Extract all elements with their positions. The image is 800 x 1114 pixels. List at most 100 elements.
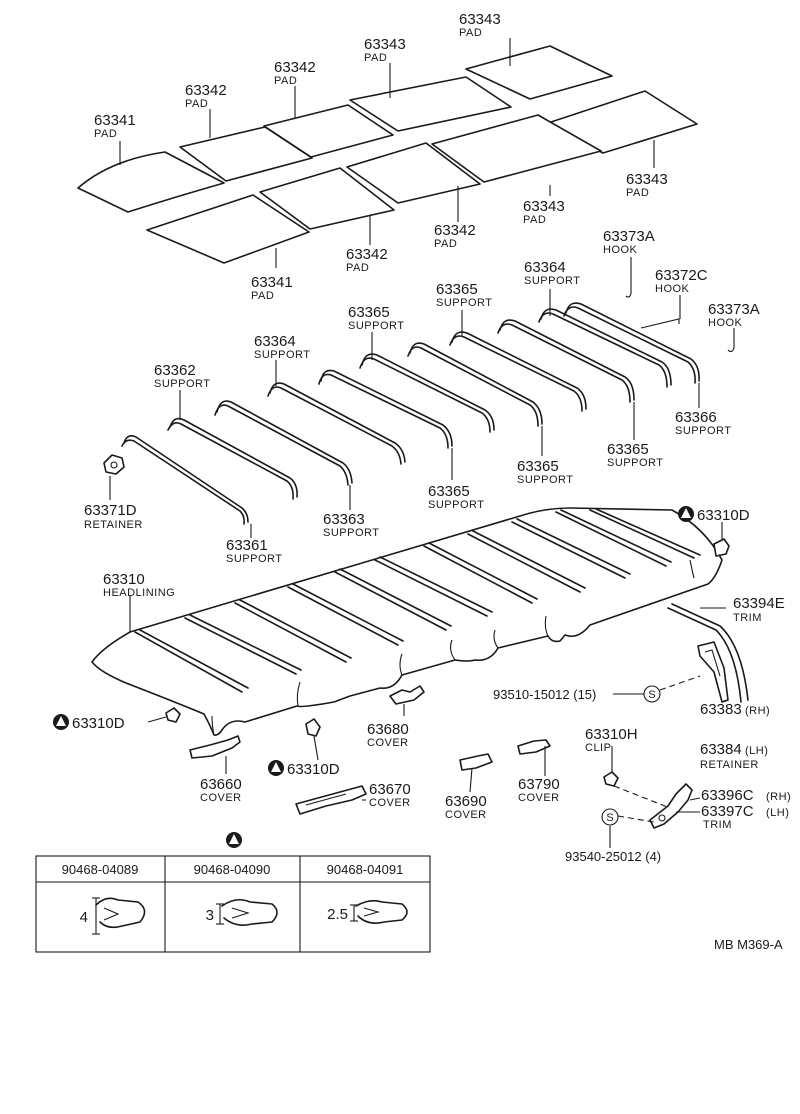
support-63363-name: SUPPORT: [323, 527, 379, 539]
retainer-63383-shape: [697, 641, 729, 703]
support-63365-top-number: 63365: [436, 281, 478, 298]
pad-63342-b-top-number: 63342: [185, 82, 227, 99]
support-63365-r-number: 63365: [607, 441, 649, 458]
pad-63341-left-shape: [77, 151, 225, 213]
cover-63690-name: COVER: [445, 809, 487, 821]
trim-63396c-suffix: (RH): [766, 791, 791, 803]
retainer-63383-number: 63383: [700, 701, 742, 718]
support-63364-mid-number: 63364: [254, 333, 296, 350]
screw-93510-letter: S: [648, 689, 655, 701]
headlining-63310-name: HEADLINING: [103, 587, 175, 599]
headlining-shape: [91, 507, 723, 736]
trim-63394e-number: 63394E: [733, 595, 785, 612]
clip-63310d-bot-label: 63310D: [268, 760, 340, 778]
hooks: [625, 279, 735, 353]
support-63364-top-name: SUPPORT: [524, 275, 580, 287]
support-63365-mid-name: SUPPORT: [348, 320, 404, 332]
clip-63310d-left-label: 63310D: [53, 714, 125, 732]
leader-lines: [109, 38, 735, 848]
pad-63341-left-number: 63341: [94, 112, 136, 129]
clip-sketch-04089: 4: [80, 897, 146, 935]
clip-63310d-top-number: 63310D: [697, 507, 750, 524]
screw-93510-symbol: S: [643, 685, 661, 703]
trim-63397c-number: 63397C: [701, 803, 754, 820]
part-labels: 63343 PAD 63343 PAD 63342 PAD 63342 PAD …: [53, 11, 791, 864]
hook-63372c-name: HOOK: [655, 283, 690, 295]
hook-63373a-2-shape: [727, 333, 735, 353]
retainer-63371d-name: RETAINER: [84, 519, 143, 531]
support-63362-number: 63362: [154, 362, 196, 379]
clip-63310d-left-number: 63310D: [72, 715, 125, 732]
diagram-reference: MB M369-A: [714, 937, 783, 952]
support-63361-rod: [121, 435, 249, 525]
pad-63341-low-number: 63341: [251, 274, 293, 291]
cover-63790-shape: [517, 739, 551, 755]
support-63365-low-number: 63365: [428, 483, 470, 500]
support-63364-top-rod: [538, 308, 672, 388]
pad-63342-upper-shape: [263, 104, 394, 158]
pad-63341-left-name: PAD: [94, 128, 117, 140]
cover-63680-shape: [389, 685, 425, 705]
trim-63396c-shape: [649, 783, 693, 829]
support-63361-number: 63361: [226, 537, 268, 554]
support-63365-top-name: SUPPORT: [436, 297, 492, 309]
clip-04090-dim: 3: [206, 907, 214, 924]
support-63366-name: SUPPORT: [675, 425, 731, 437]
screw-93540-symbol: S: [601, 808, 619, 826]
support-63365-c-number: 63365: [517, 458, 559, 475]
support-63364-mid-name: SUPPORT: [254, 349, 310, 361]
pad-63343-low-number: 63343: [523, 198, 565, 215]
support-63365-b-rod: [359, 353, 495, 433]
pad-63343-mid-shape: [431, 114, 602, 183]
support-63361-name: SUPPORT: [226, 553, 282, 565]
retainer-63384-number: 63384: [700, 741, 742, 758]
pad-63341-low-name: PAD: [251, 290, 274, 302]
pad-63342-b-top-name: PAD: [185, 98, 208, 110]
pad-63343-top-shape: [465, 45, 613, 100]
pad-63343-low-name: PAD: [523, 214, 546, 226]
cover-63690-shape: [459, 753, 493, 771]
retainer-63371d-shape: [103, 454, 125, 475]
pad-63341-low-shape: [146, 194, 310, 264]
retainer-63383-suffix: (RH): [745, 705, 770, 717]
pad-63342-mid-shape: [346, 142, 481, 204]
support-63364-top-number: 63364: [524, 259, 566, 276]
retainer-63384-suffix: (LH): [745, 745, 768, 757]
pad-63343-right-name: PAD: [626, 187, 649, 199]
support-63365-r-name: SUPPORT: [607, 457, 663, 469]
support-63365-a-rod: [318, 369, 453, 449]
support-63365-c-rod: [407, 342, 543, 427]
clip-63310d-bot-number: 63310D: [287, 761, 340, 778]
clip-sketch-04090: 3: [206, 898, 278, 926]
cover-63670-number: 63670: [369, 781, 411, 798]
clip-63310h-number: 63310H: [585, 726, 638, 743]
support-63365-d-rod: [449, 331, 587, 412]
clip-63310d-top-shape: [713, 538, 730, 557]
hook-63373a-1-shape: [625, 279, 632, 298]
cover-63790-number: 63790: [518, 776, 560, 793]
support-63364-mid-rod: [267, 382, 406, 465]
pad-63343-upper-shape: [349, 76, 512, 132]
pad-63343-right-number: 63343: [626, 171, 668, 188]
support-63365-c-name: SUPPORT: [517, 474, 573, 486]
clip-63310h-shape: [603, 771, 619, 787]
clip-04089-dim: 4: [80, 909, 88, 926]
cover-63680-number: 63680: [367, 721, 409, 738]
hook-63373a-2-name: HOOK: [708, 317, 743, 329]
headlining-63310-number: 63310: [103, 571, 145, 588]
pad-63342-c-number: 63342: [346, 246, 388, 263]
roof-pads: [77, 45, 698, 264]
support-63363-rod: [214, 400, 353, 486]
pad-63343-mid-number: 63343: [364, 36, 406, 53]
cover-63790-name: COVER: [518, 792, 560, 804]
pad-63342-b-number: 63342: [434, 222, 476, 239]
clip-size-table: 90468-04089 90468-04090 90468-04091 4 3: [35, 832, 431, 953]
retainer-63371d-number: 63371D: [84, 502, 137, 519]
pad-63342-a-shape: [179, 126, 313, 182]
cover-63690-number: 63690: [445, 793, 487, 810]
pad-63342-low-shape: [259, 167, 395, 230]
trim-63396c-number: 63396C: [701, 787, 754, 804]
hook-63373a-1-number: 63373A: [603, 228, 655, 245]
clip-sketch-04091: 2.5: [327, 899, 408, 924]
clip-63310d-top-label: 63310D: [678, 506, 750, 524]
